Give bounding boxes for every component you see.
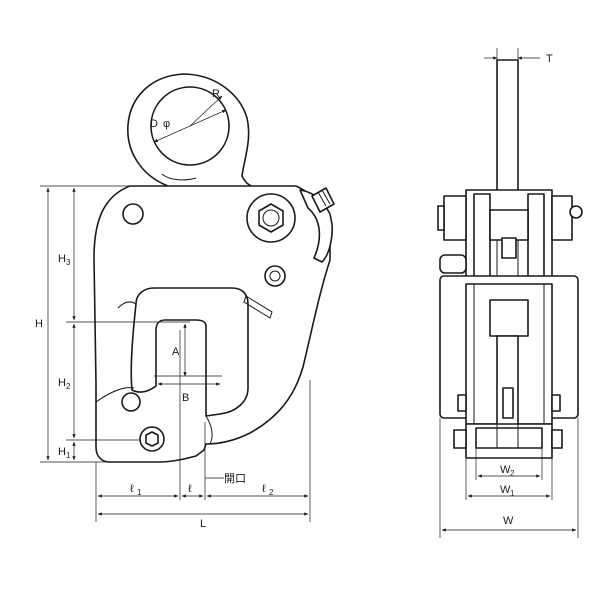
dim-H2-label: H [58, 377, 66, 389]
dim-W1-label: W [500, 484, 511, 496]
hex-bolt-top [246, 193, 296, 243]
side-jaw-housing [439, 275, 579, 427]
dim-T-label: T [546, 53, 553, 65]
dim-l2-sub: 2 [269, 488, 274, 497]
side-width-dimensions: W 2 W 1 W [439, 418, 579, 538]
dim-A-label: A [172, 346, 180, 358]
dim-B: B [154, 375, 222, 404]
dim-H3-sub: 3 [66, 258, 71, 267]
side-view: T [437, 48, 583, 538]
front-view: R D φ H H 3 H 2 H 1 [35, 73, 335, 530]
cam-pin [264, 265, 286, 287]
dim-W-label: W [503, 515, 514, 527]
dim-H-label: H [35, 318, 43, 330]
dim-L-label: L [200, 518, 206, 530]
side-lower-jaw [453, 423, 563, 459]
dim-H1-sub: 1 [66, 451, 71, 460]
dim-l1-sub: 1 [137, 488, 142, 497]
dim-l-label: ℓ [188, 483, 192, 495]
dim-W2-sub: 2 [510, 469, 515, 478]
dim-l2-label: ℓ [262, 483, 266, 495]
eye-dimensions: R D φ [150, 88, 227, 143]
dim-H2-sub: 2 [66, 382, 71, 391]
lock-lever [243, 187, 335, 319]
dim-D-label: D [150, 118, 158, 130]
dim-phi-label: φ [163, 118, 170, 130]
opening-label: 開口 [224, 472, 246, 485]
dim-H1-label: H [58, 446, 66, 458]
dim-opening: 開口 [179, 330, 246, 500]
body-hole-top-left [122, 203, 144, 225]
dim-W2-label: W [500, 464, 511, 476]
dim-H3-label: H [58, 253, 66, 265]
clamp-body [93, 185, 331, 463]
horizontal-dimensions: ℓ 1 ℓ ℓ 2 L [95, 380, 311, 530]
dim-R-label: R [212, 88, 220, 100]
dim-W1-sub: 1 [510, 489, 515, 498]
eye-plate [496, 59, 519, 211]
body-hole-bottom-left [121, 392, 141, 412]
dim-l1-label: ℓ [130, 483, 134, 495]
dim-B-label: B [182, 392, 189, 404]
dim-T: T [484, 48, 553, 65]
lifting-eye [127, 73, 257, 189]
vertical-dimensions: H H 3 H 2 H 1 A [35, 185, 190, 463]
hex-bolt-bottom [139, 426, 165, 452]
